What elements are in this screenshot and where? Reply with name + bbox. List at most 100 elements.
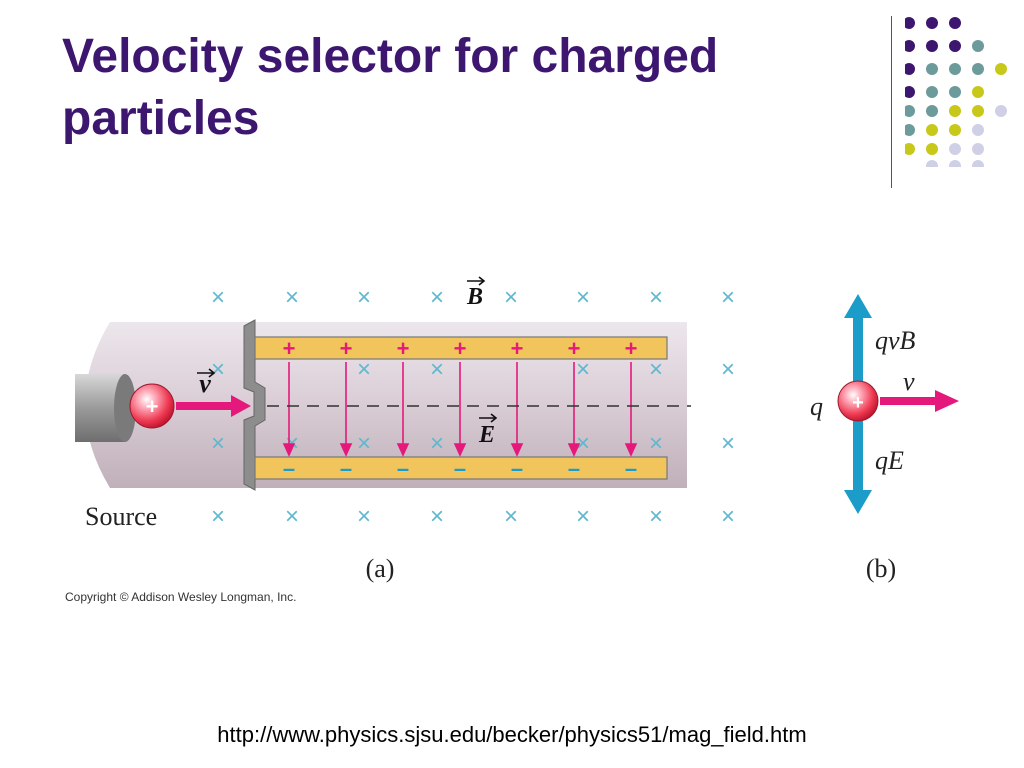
field-into-page-symbol: × — [430, 430, 444, 457]
dot — [972, 143, 984, 155]
e-field-arrowhead — [453, 443, 467, 457]
positive-charge-particle — [129, 383, 175, 429]
dot-row-2 — [905, 40, 984, 52]
dot — [995, 105, 1007, 117]
entrance-slit-wall — [243, 319, 266, 491]
field-into-page-symbol: × — [721, 356, 735, 383]
plus-sign: + — [397, 336, 410, 361]
field-into-page-symbol: × — [430, 356, 444, 383]
field-into-page-symbol: × — [576, 503, 590, 530]
dot — [949, 63, 961, 75]
dot — [926, 105, 938, 117]
dot-row-1 — [905, 17, 961, 29]
dot — [926, 143, 938, 155]
field-into-page-symbol: × — [721, 503, 735, 530]
dot — [905, 105, 915, 117]
plus-sign: + — [511, 336, 524, 361]
dot — [905, 40, 915, 52]
field-into-page-symbol: × — [504, 503, 518, 530]
dot — [972, 105, 984, 117]
vector-arrow-icon — [467, 276, 486, 286]
charge-sign: + — [146, 394, 159, 419]
velocity-arrow — [176, 395, 251, 417]
dot-row-3 — [905, 63, 1007, 75]
e-field-arrowhead — [282, 443, 296, 457]
field-into-page-symbol: × — [211, 356, 225, 383]
vector-arrow-icon — [197, 368, 216, 378]
dot — [905, 143, 915, 155]
dot — [949, 86, 961, 98]
dot-row-5 — [905, 105, 1007, 117]
positive-plate-signs: + + + + + + + — [283, 336, 638, 361]
source-url[interactable]: http://www.physics.sjsu.edu/becker/physi… — [217, 722, 807, 747]
field-into-page-symbol: × — [357, 284, 371, 311]
dot — [995, 63, 1007, 75]
dot — [926, 17, 938, 29]
dot-row-8 — [926, 160, 984, 167]
e-field-arrowhead — [339, 443, 353, 457]
field-into-page-symbol: × — [211, 503, 225, 530]
slide-title-line-1: Velocity selector for charged — [62, 30, 719, 83]
minus-sign: – — [511, 456, 523, 481]
header-divider-line — [891, 16, 892, 188]
velocity-arrow — [880, 390, 959, 412]
field-into-page-symbol: × — [649, 430, 663, 457]
dot — [949, 124, 961, 136]
copyright-notice: Copyright © Addison Wesley Longman, Inc. — [65, 590, 296, 604]
dot — [972, 160, 984, 167]
dot-row-7 — [905, 143, 984, 155]
dot — [972, 86, 984, 98]
field-into-page-symbol: × — [649, 356, 663, 383]
field-into-page-symbol: × — [576, 430, 590, 457]
electric-force-arrow — [844, 412, 872, 514]
dot — [949, 160, 961, 167]
dot — [905, 86, 915, 98]
electric-field-label: E — [478, 422, 495, 448]
field-into-page-symbol: × — [211, 430, 225, 457]
vacuum-tube — [85, 322, 687, 488]
panel-a-label: (a) — [366, 554, 395, 583]
dot — [926, 160, 938, 167]
charge-sign: + — [852, 392, 864, 414]
magnetic-force-arrow — [844, 294, 872, 388]
minus-sign: – — [625, 456, 637, 481]
field-into-page-symbol: × — [211, 284, 225, 311]
slide-title: Velocity selector for charged particles — [62, 26, 862, 150]
field-into-page-symbol: × — [357, 430, 371, 457]
dot — [926, 124, 938, 136]
e-field-arrowhead — [396, 443, 410, 457]
field-into-page-symbol: × — [504, 284, 518, 311]
velocity-label: v — [903, 367, 915, 396]
dot — [905, 63, 915, 75]
minus-sign: – — [568, 456, 580, 481]
electric-field-arrows — [282, 362, 638, 457]
plus-sign: + — [625, 336, 638, 361]
field-into-page-symbol: × — [576, 284, 590, 311]
particle-source — [75, 374, 125, 442]
dot — [949, 143, 961, 155]
e-field-arrowhead — [510, 443, 524, 457]
minus-sign: – — [454, 456, 466, 481]
negative-plate-signs: – – – – – – – — [283, 456, 637, 481]
field-into-page-symbol: × — [285, 284, 299, 311]
dot — [949, 17, 961, 29]
dot-row-4 — [905, 86, 984, 98]
dot-row-6 — [905, 124, 984, 136]
dot — [926, 86, 938, 98]
plus-sign: + — [340, 336, 353, 361]
velocity-selector-diagram: × × × × × × × × × × × × × × × × × × × × … — [65, 276, 959, 604]
field-into-page-symbol: × — [721, 430, 735, 457]
field-into-page-symbol: × — [430, 503, 444, 530]
dot — [949, 105, 961, 117]
field-into-page-symbol: × — [576, 356, 590, 383]
minus-sign: – — [340, 456, 352, 481]
magnetic-force-label: qvB — [875, 326, 916, 355]
dot — [972, 124, 984, 136]
panel-b-label: (b) — [866, 554, 896, 583]
dot — [905, 124, 915, 136]
plus-sign: + — [568, 336, 581, 361]
dot — [926, 63, 938, 75]
panel-a: × × × × × × × × × × × × × × × × × × × × … — [75, 276, 735, 583]
magnetic-field-label: B — [466, 284, 483, 310]
velocity-label: v — [199, 369, 211, 398]
